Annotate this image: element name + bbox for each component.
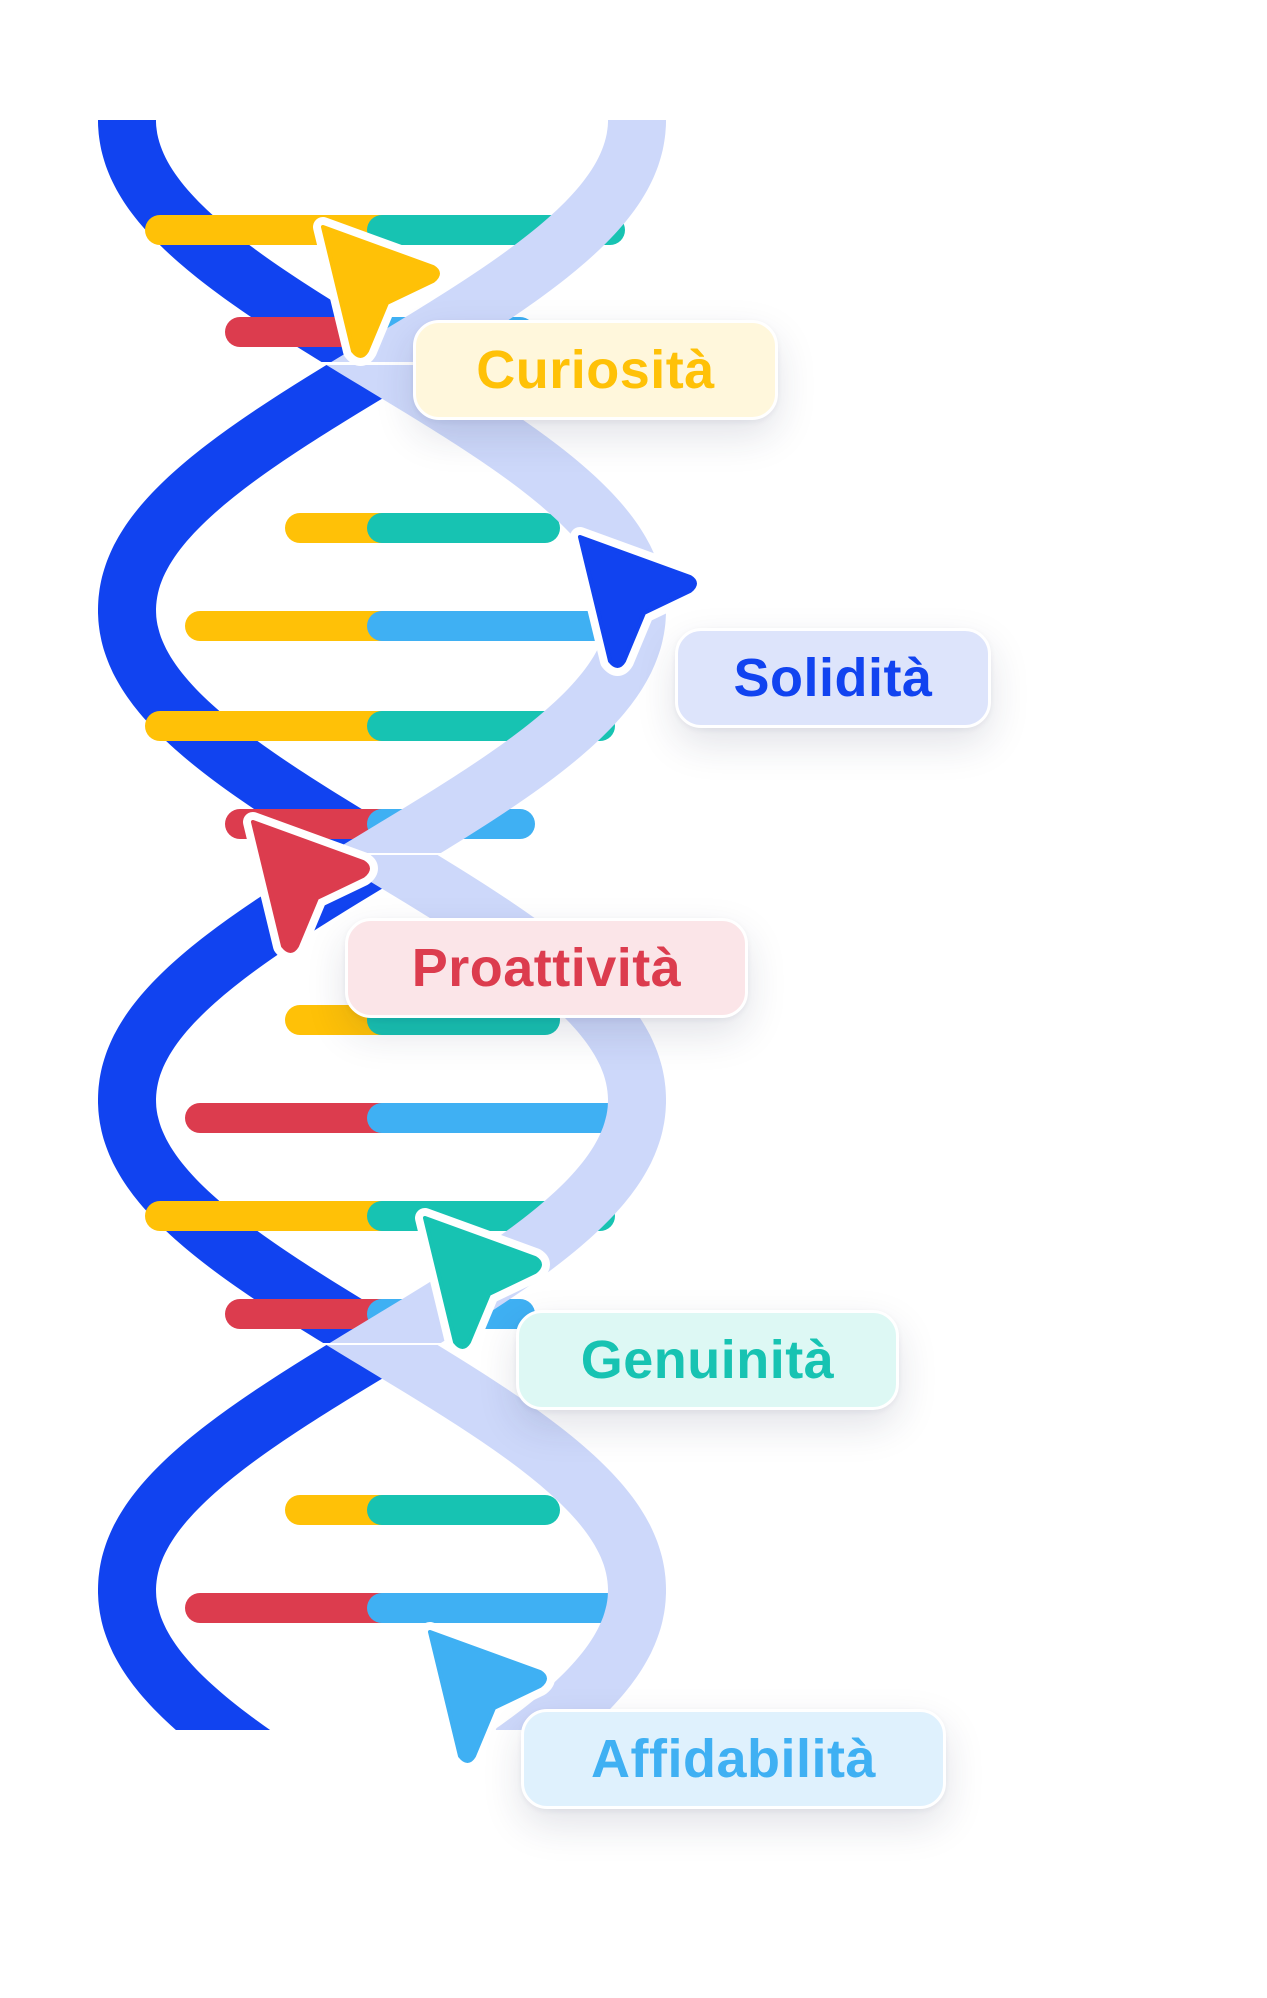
- tag-solidita: Solidità: [675, 628, 991, 728]
- cursor-icon: [243, 812, 378, 961]
- helix-strand-front: [326, 1345, 666, 1730]
- tag-label: Solidità: [733, 648, 933, 708]
- tag-label: Curiosità: [476, 340, 715, 400]
- cursor-icon: [415, 1208, 550, 1357]
- tag-genuinita: Genuinità: [516, 1310, 899, 1410]
- helix-strand-front: [331, 120, 666, 362]
- cursor-icon: [420, 1622, 555, 1771]
- tag-affidabilita: Affidabilità: [521, 1709, 946, 1809]
- tag-label: Proattività: [411, 938, 682, 998]
- tag-curiosita: Curiosità: [413, 320, 778, 420]
- helix-strand-front: [326, 365, 666, 853]
- tag-label: Genuinità: [580, 1330, 835, 1390]
- cursor-icon: [570, 527, 705, 676]
- cursor-icon: [313, 217, 448, 366]
- helix-strand-back: [98, 1345, 438, 1730]
- tag-proattivita: Proattività: [345, 918, 748, 1018]
- tag-label: Affidabilità: [591, 1729, 876, 1789]
- helix-strand-back: [98, 365, 438, 853]
